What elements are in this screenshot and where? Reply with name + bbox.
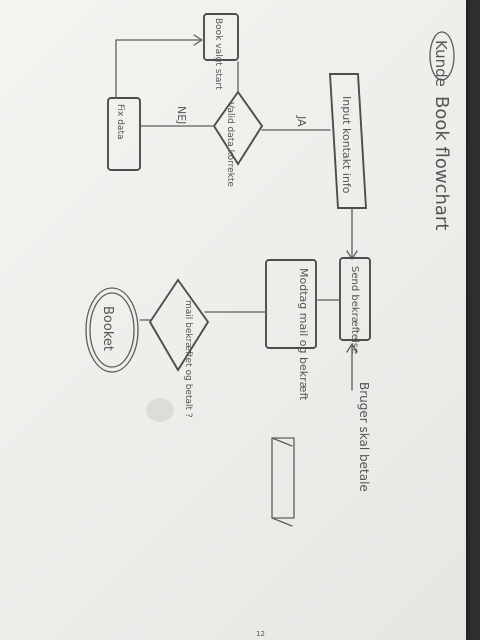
paper-sheet xyxy=(0,0,466,640)
fix-data-shape xyxy=(107,97,141,171)
paid-note: Bruger skal betale xyxy=(357,382,371,492)
start-shape xyxy=(203,13,239,61)
diagram-title: Book flowchart xyxy=(431,96,452,230)
confirmed-label: mail bekræftet og betalt ? xyxy=(183,300,193,418)
stray-parallelogram-skew xyxy=(271,437,293,527)
booked-inner-shape xyxy=(89,292,135,368)
booked-label: Booket xyxy=(100,306,115,351)
send-confirmation-shape xyxy=(339,257,371,341)
stray-parallelogram xyxy=(271,437,295,519)
arrowhead-fix-start xyxy=(193,34,203,46)
receive-mail-label: Modtag mail og bekræft xyxy=(297,268,310,401)
paper-smudge xyxy=(146,398,174,422)
receive-mail-shape xyxy=(265,259,317,349)
send-confirmation-label: Send bekræftelse xyxy=(349,266,360,354)
input-data-shape xyxy=(328,73,368,209)
arrowhead-paid xyxy=(346,343,358,353)
valid-data-diamond xyxy=(212,90,264,166)
confirmed-diamond xyxy=(148,278,210,372)
fix-data-label: Fix data xyxy=(115,104,125,139)
no-label: NEJ xyxy=(175,106,188,124)
footer-mark: 12 xyxy=(256,630,265,638)
arrowhead-input-send xyxy=(346,250,358,260)
valid-data-label: Valid data korrekte xyxy=(225,102,235,187)
yes-label: JA xyxy=(295,115,308,127)
booked-shape xyxy=(85,287,139,373)
edge-fix-to-start xyxy=(115,39,201,99)
input-data-label: Input kontakt info xyxy=(340,96,353,194)
title-prefix: Kunde xyxy=(432,40,450,87)
title-group: Kunde Book flowchart xyxy=(429,31,455,230)
start-label: Book valgt start xyxy=(213,18,223,90)
title-circle xyxy=(429,31,455,81)
